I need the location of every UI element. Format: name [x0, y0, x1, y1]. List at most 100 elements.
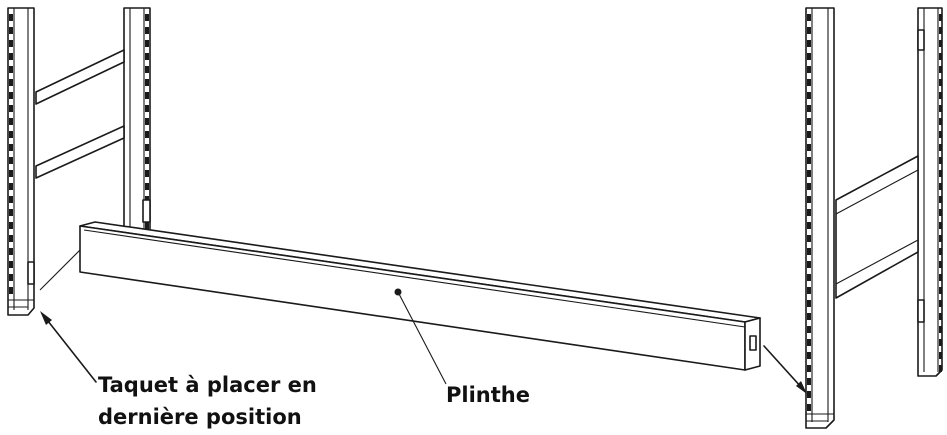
- post-slot: [939, 261, 942, 268]
- post-slot: [9, 157, 13, 164]
- post-slot: [807, 313, 811, 320]
- post-slot: [145, 131, 149, 138]
- post-slot: [145, 92, 149, 99]
- post-slot: [939, 313, 942, 320]
- post-slot: [939, 222, 942, 229]
- post-slot: [9, 27, 13, 34]
- post-slot: [807, 261, 811, 268]
- post-slot: [939, 14, 942, 21]
- post-slot: [807, 157, 811, 164]
- post-slot: [807, 274, 811, 281]
- post-slot: [807, 66, 811, 73]
- post-slot: [145, 79, 149, 86]
- post-slot: [939, 300, 942, 307]
- post-slot: [807, 235, 811, 242]
- post-slot: [807, 92, 811, 99]
- post-slot: [939, 118, 942, 125]
- left-back-post-slots: [145, 14, 149, 229]
- post-slot: [9, 222, 13, 229]
- post-slot: [939, 92, 942, 99]
- post-slot: [145, 14, 149, 21]
- post-slot: [9, 118, 13, 125]
- post-slot: [939, 248, 942, 255]
- post-slot: [807, 326, 811, 333]
- post-slot: [145, 27, 149, 34]
- post-slot: [9, 235, 13, 242]
- post-slot: [939, 131, 942, 138]
- post-slot: [9, 209, 13, 216]
- post-slot: [807, 183, 811, 190]
- post-slot: [807, 339, 811, 346]
- post-slot: [939, 339, 942, 346]
- plinthe-label: Plinthe: [446, 383, 530, 407]
- post-slot: [807, 170, 811, 177]
- post-slot: [145, 157, 149, 164]
- post-slot: [939, 79, 942, 86]
- post-slot: [9, 183, 13, 190]
- post-slot: [807, 53, 811, 60]
- post-slot: [145, 222, 149, 229]
- post-slot: [9, 79, 13, 86]
- post-slot: [807, 40, 811, 47]
- post-slot: [807, 144, 811, 151]
- post-slot: [145, 118, 149, 125]
- post-slot: [807, 105, 811, 112]
- callout-leaders: [39, 249, 807, 394]
- post-slot: [939, 326, 942, 333]
- post-slot: [9, 196, 13, 203]
- post-slot: [145, 183, 149, 190]
- post-slot: [145, 40, 149, 47]
- right-back-post-slots: [939, 14, 942, 372]
- post-slot: [807, 118, 811, 125]
- right-front-post-slots: [807, 14, 811, 411]
- post-slot: [807, 365, 811, 372]
- post-slot: [145, 53, 149, 60]
- post-slot: [9, 66, 13, 73]
- post-slot: [145, 66, 149, 73]
- post-slot: [807, 404, 811, 411]
- post-slot: [807, 287, 811, 294]
- post-slot: [807, 27, 811, 34]
- post-slot: [939, 235, 942, 242]
- post-slot: [9, 105, 13, 112]
- post-slot: [807, 378, 811, 385]
- post-slot: [9, 92, 13, 99]
- post-slot: [939, 66, 942, 73]
- post-slot: [9, 261, 13, 268]
- post-slot: [9, 170, 13, 177]
- post-slot: [9, 131, 13, 138]
- post-slot: [9, 287, 13, 294]
- right-arrowhead: [796, 381, 807, 394]
- post-slot: [939, 365, 942, 372]
- post-slot: [939, 40, 942, 47]
- post-slot: [145, 105, 149, 112]
- post-slot: [145, 144, 149, 151]
- post-slot: [807, 209, 811, 216]
- post-slot: [939, 209, 942, 216]
- post-slot: [939, 274, 942, 281]
- post-slot: [807, 391, 811, 398]
- post-slot: [939, 352, 942, 359]
- post-slot: [807, 196, 811, 203]
- post-slot: [807, 300, 811, 307]
- post-slot: [9, 40, 13, 47]
- post-slot: [939, 196, 942, 203]
- post-slot: [9, 53, 13, 60]
- post-slot: [939, 183, 942, 190]
- post-slot: [939, 287, 942, 294]
- taquet-label-line1: Taquet à placer en: [98, 373, 317, 397]
- post-slot: [9, 274, 13, 281]
- post-slot: [939, 144, 942, 151]
- right-upright-frame: [805, 7, 943, 429]
- post-slot: [807, 248, 811, 255]
- left-upright-frame: [7, 7, 151, 316]
- post-slot: [9, 144, 13, 151]
- left-front-post-slots: [9, 14, 13, 294]
- post-slot: [939, 170, 942, 177]
- taquet-arrowhead: [40, 311, 52, 325]
- post-slot: [807, 14, 811, 21]
- post-slot: [939, 27, 942, 34]
- post-slot: [939, 105, 942, 112]
- post-slot: [807, 222, 811, 229]
